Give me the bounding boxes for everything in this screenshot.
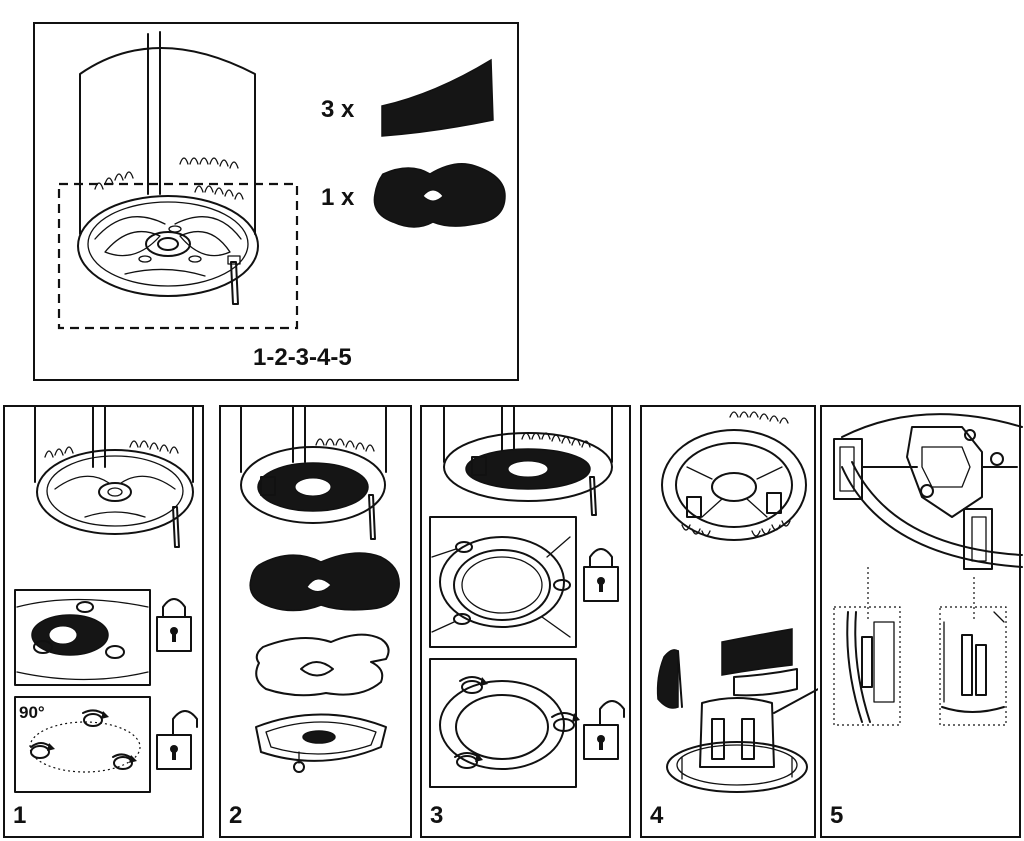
- step-3-panel: 3: [420, 405, 631, 838]
- step-1-illustration: [14, 407, 198, 793]
- housing-open-drawing: [661, 411, 807, 541]
- rotate-screws-drawing: [29, 709, 141, 773]
- step-number: 2: [229, 802, 243, 829]
- filter-pad-icon: [381, 58, 494, 137]
- step-3-illustration: [429, 407, 625, 788]
- step-1-panel: 90° 1: [3, 405, 204, 838]
- step-number: 1: [13, 802, 27, 829]
- lock-open-icon: [156, 710, 198, 770]
- motor-housing-drawing: [77, 31, 259, 305]
- step-number: 3: [430, 802, 444, 829]
- step-4-illustration: [656, 411, 818, 793]
- filter-pad-side-icon: [656, 649, 679, 709]
- housing-screws-drawing: [443, 407, 613, 516]
- step-2-panel: 2: [219, 405, 412, 838]
- lock-open-icon: [583, 700, 625, 760]
- housing-bracket-drawing: [833, 413, 1023, 570]
- housing-bottom-drawing: [34, 407, 194, 548]
- gasket-closeup-drawing: [16, 598, 149, 681]
- step-2-illustration: [240, 407, 400, 773]
- plate-unscrew-drawing: [439, 676, 580, 770]
- clip-closeup-left-drawing: [846, 611, 895, 723]
- step-5-illustration: [833, 413, 1023, 726]
- rotation-angle: 90°: [19, 703, 45, 722]
- step-5-panel: 5: [820, 405, 1023, 838]
- step-sequence: 1-2-3-4-5: [253, 344, 352, 371]
- lock-closed-icon: [583, 548, 619, 602]
- filter-pad-icon: [721, 628, 793, 676]
- gasket-quantity: 1 x: [321, 184, 355, 211]
- step-number: 5: [830, 802, 844, 829]
- overview-illustration: [57, 31, 506, 330]
- housing-gasket-drawing: [240, 407, 387, 540]
- gasket-fitted-drawing: [255, 713, 387, 773]
- clip-closeup-right-drawing: [941, 611, 1005, 713]
- detail-area-box: [57, 182, 299, 330]
- step-number: 4: [650, 802, 664, 829]
- gasket-outline-drawing: [255, 633, 390, 697]
- lock-closed-icon: [156, 598, 192, 652]
- housing-insert-drawing: [666, 688, 818, 793]
- step-4-panel: 4: [640, 405, 818, 838]
- overview-panel: 3 x 1 x 1-2-3-4-5: [33, 22, 519, 381]
- filter-pad-quantity: 3 x: [321, 96, 355, 123]
- plate-closeup-drawing: [431, 536, 571, 638]
